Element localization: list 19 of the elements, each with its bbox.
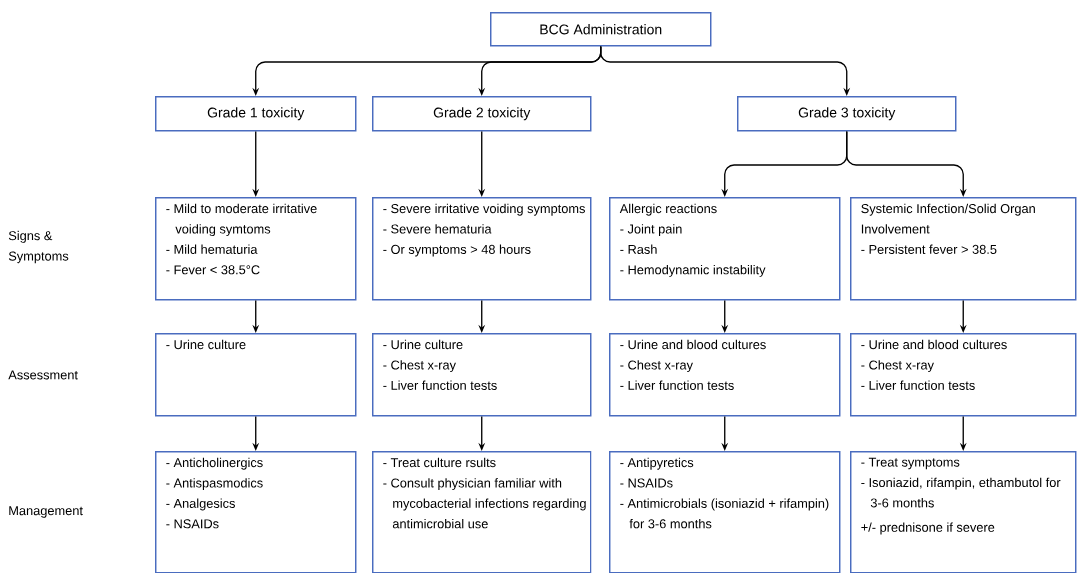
grade-box: Grade 3 toxicity [737,96,957,132]
management-box: - Treat symptoms - Isoniazid, rifampin, ethambutol for 3-6 months +/- prednisone if severe [850,451,1077,573]
assessment-box: - Urine and blood cultures - Chest x-ray - Liver function tests [850,333,1077,417]
start-box: BCG Administration [490,12,712,47]
row-label: Signs & Symptoms [8,230,69,264]
management-box: - Antipyretics - NSAIDs - Antimicrobials (isoniazid + rifampin) for 3-6 months [609,451,841,573]
management-box: - Anticholinergics - Antispasmodics - Analgesics - NSAIDs [155,451,357,573]
symptoms-box: - Severe irritative voiding symptoms - Severe hematuria - Or symptoms > 48 hours [372,197,592,301]
management-box: - Treat culture rsults - Consult physician familiar with mycobacterial infections regarding antimicrobial use [372,451,592,573]
assessment-box: - Urine culture - Chest x-ray - Liver function tests [372,333,592,417]
grade-box: Grade 2 toxicity [372,96,592,132]
row-label: Assessment [8,370,78,380]
symptoms-box: Systemic Infection/Solid Organ Involvement - Persistent fever > 38.5 [850,197,1077,301]
grade-box: Grade 1 toxicity [155,96,357,132]
assessment-box: - Urine and blood cultures - Chest x-ray - Liver function tests [609,333,841,417]
row-label: Management [9,506,83,518]
assessment-box: - Urine culture [155,333,357,417]
symptoms-box: Allergic reactions - Joint pain - Rash - Hemodynamic instability [609,197,841,301]
symptoms-box: - Mild to moderate irritative voiding symtoms - Mild hematuria - Fever < 38.5°C [155,197,357,301]
